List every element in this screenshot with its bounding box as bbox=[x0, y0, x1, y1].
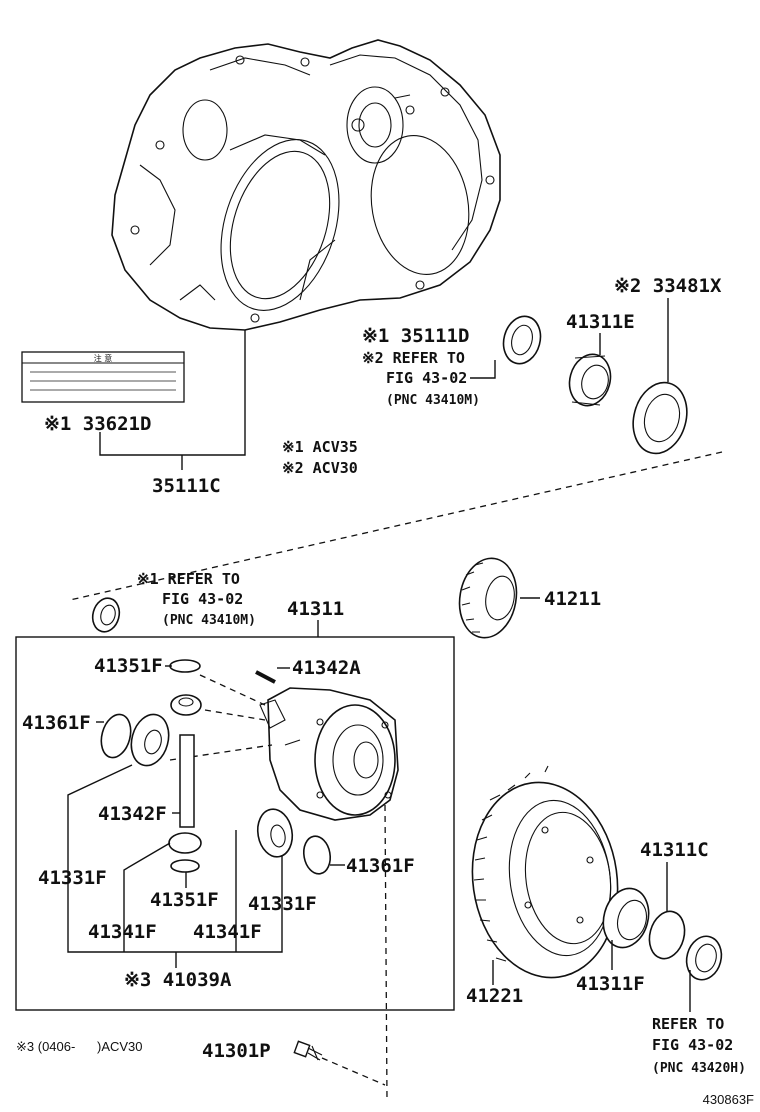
label-41331f-left: 41331F bbox=[38, 867, 107, 889]
label-41351f-top: 41351F bbox=[94, 655, 163, 677]
note-acv35: ※1 ACV35 bbox=[282, 438, 358, 456]
pin-41342a bbox=[255, 670, 276, 684]
label-41351f-lower: 41351F bbox=[150, 889, 219, 911]
oil-seal-35111d bbox=[502, 315, 542, 365]
label-refer-3: REFER TO bbox=[652, 1015, 724, 1033]
label-refer-2: ※2 REFER TO bbox=[362, 349, 465, 367]
side-gear-right bbox=[256, 808, 294, 858]
bolt-41301p bbox=[293, 1040, 323, 1061]
shim-41311c bbox=[648, 910, 686, 960]
caution-label: 注 意 bbox=[21, 351, 185, 403]
label-41341f-left: 41341F bbox=[88, 921, 157, 943]
label-41361f-right: 41361F bbox=[346, 855, 415, 877]
label-41331f-right: 41331F bbox=[248, 893, 317, 915]
label-33621d: ※1 33621D bbox=[44, 413, 151, 435]
label-41211: 41211 bbox=[544, 588, 601, 610]
oil-seal-refer-3 bbox=[685, 935, 723, 981]
label-41311e: 41311E bbox=[566, 311, 635, 333]
washer-41351f-lower bbox=[170, 859, 200, 873]
label-fig-4302-a: FIG 43-02 bbox=[386, 369, 467, 387]
oil-seal-33481x bbox=[632, 381, 688, 455]
label-fig-4302-b: FIG 43-02 bbox=[162, 590, 243, 608]
label-41221: 41221 bbox=[466, 985, 523, 1007]
washer-41351f-top bbox=[169, 659, 201, 673]
label-41311: 41311 bbox=[287, 598, 344, 620]
label-41342a: 41342A bbox=[292, 657, 361, 679]
label-41039a: ※3 41039A bbox=[124, 969, 232, 991]
caution-label-heading: 注 意 bbox=[94, 353, 113, 363]
washer-41361f-left bbox=[100, 713, 132, 759]
label-refer-1: ※1 REFER TO bbox=[137, 570, 240, 588]
label-pnc-43420h: (PNC 43420H) bbox=[652, 1061, 746, 1076]
gear-41211 bbox=[458, 557, 518, 639]
label-33481x: ※2 33481X bbox=[614, 275, 722, 297]
label-35111d: ※1 35111D bbox=[362, 325, 469, 347]
label-41341f-right: 41341F bbox=[193, 921, 262, 943]
label-41342f: 41342F bbox=[98, 803, 167, 825]
bearing-41311f bbox=[602, 887, 650, 949]
bearing-41311e bbox=[568, 353, 612, 407]
oil-seal-refer-1 bbox=[91, 597, 121, 633]
pinion-shaft-41342f bbox=[179, 734, 195, 828]
label-pnc-43410m-b: (PNC 43410M) bbox=[162, 613, 256, 628]
label-41361f-left: 41361F bbox=[22, 712, 91, 734]
side-gear-left bbox=[130, 713, 170, 767]
label-41311c: 41311C bbox=[640, 839, 709, 861]
pinion-gear-top bbox=[170, 694, 202, 716]
label-41301p: 41301P bbox=[202, 1040, 271, 1062]
label-41311f: 41311F bbox=[576, 973, 645, 995]
transaxle-housing bbox=[111, 39, 501, 331]
differential-assembly-box bbox=[15, 636, 455, 1011]
label-pnc-43410m-a: (PNC 43410M) bbox=[386, 393, 480, 408]
note-acv30: ※2 ACV30 bbox=[282, 459, 358, 477]
label-35111c: 35111C bbox=[152, 475, 221, 497]
pinion-gear-lower bbox=[168, 832, 202, 854]
washer-41361f-right bbox=[302, 835, 332, 875]
label-fig-4302-c: FIG 43-02 bbox=[652, 1036, 733, 1054]
figure-code: 430863F bbox=[703, 1092, 754, 1107]
differential-case bbox=[259, 687, 399, 821]
ring-gear-41221 bbox=[471, 765, 619, 979]
note-0406-acv30: ※3 (0406- )ACV30 bbox=[16, 1039, 143, 1054]
